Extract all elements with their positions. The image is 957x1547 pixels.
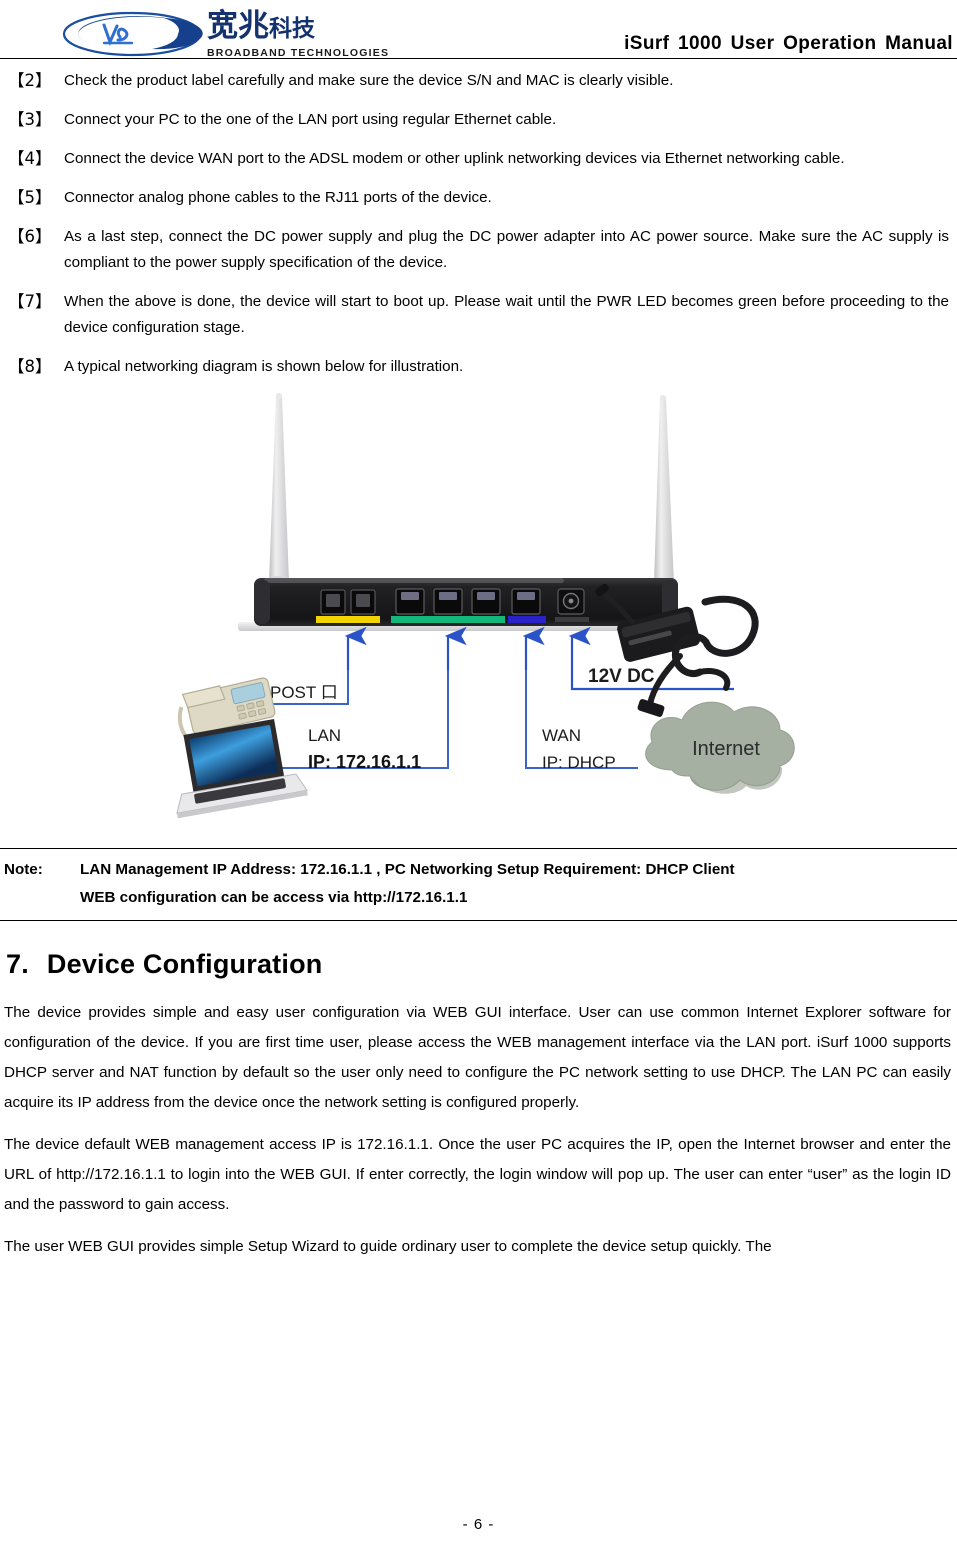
- step-number: 【5】: [8, 188, 52, 207]
- step-text: Connect your PC to the one of the LAN po…: [64, 111, 557, 128]
- page-footer: - 6 -: [462, 1516, 495, 1533]
- section-number: 7.: [6, 949, 29, 979]
- step-text: Connector analog phone cables to the RJ1…: [64, 189, 492, 206]
- telephone-image: [177, 677, 276, 747]
- dc-label: 12V DC: [588, 666, 655, 687]
- note-text-line-1: LAN Management IP Address: 172.16.1.1 , …: [80, 861, 735, 878]
- note-line-1: Note: LAN Management IP Address: 172.16.…: [4, 856, 953, 884]
- page-header: 宽兆科技 BROADBAND TECHNOLOGIES iSurf 1000 U…: [0, 0, 957, 59]
- setup-steps-list: 【2】 Check the product label carefully an…: [0, 68, 957, 380]
- step-item: 【8】 A typical networking diagram is show…: [0, 354, 957, 380]
- step-number: 【2】: [8, 71, 52, 90]
- laptop-image: [176, 718, 308, 819]
- step-item: 【4】 Connect the device WAN port to the A…: [0, 146, 957, 172]
- section-title: Device Configuration: [46, 949, 323, 979]
- post-leader: [248, 670, 349, 705]
- body-paragraph: The device default WEB management access…: [4, 1136, 951, 1213]
- body-paragraph: The device provides simple and easy user…: [4, 1004, 951, 1111]
- step-number: 【4】: [8, 149, 52, 168]
- step-number: 【3】: [8, 110, 52, 129]
- dc-callout: [570, 670, 734, 691]
- step-item: 【3】 Connect your PC to the one of the LA…: [0, 107, 957, 133]
- logo-text: 宽兆科技 BROADBAND TECHNOLOGIES: [207, 8, 390, 60]
- internet-cloud: Internet: [645, 701, 795, 794]
- step-text: As a last step, connect the DC power sup…: [64, 228, 949, 271]
- step-number: 【8】: [8, 357, 52, 376]
- callout-arrows: [344, 626, 591, 670]
- note-label: Note:: [4, 861, 43, 878]
- logo-oval-icon: [60, 10, 205, 58]
- step-item: 【7】 When the above is done, the device w…: [0, 289, 957, 341]
- lan-label: LAN: [308, 726, 341, 745]
- network-diagram-figure: 12V DC: [0, 386, 957, 846]
- step-item: 【2】 Check the product label carefully an…: [0, 68, 957, 94]
- step-number: 【7】: [8, 292, 52, 311]
- step-text: Connect the device WAN port to the ADSL …: [64, 150, 845, 167]
- step-number: 【6】: [8, 227, 52, 246]
- step-text: A typical networking diagram is shown be…: [64, 358, 464, 375]
- network-diagram: 12V DC: [160, 386, 800, 838]
- note-text-line-2: WEB configuration can be access via http…: [80, 889, 468, 906]
- router-device: [238, 578, 694, 631]
- section-heading: 7. Device Configuration: [6, 949, 957, 980]
- post-label: POST 口: [270, 683, 338, 702]
- logo-english-tagline: BROADBAND TECHNOLOGIES: [207, 47, 390, 59]
- manual-title: iSurf 1000 User Operation Manual: [624, 33, 953, 54]
- note-line-2: WEB configuration can be access via http…: [4, 884, 953, 912]
- antenna-left: [268, 393, 290, 594]
- step-item: 【6】 As a last step, connect the DC power…: [0, 224, 957, 276]
- wan-ip-label: IP: DHCP: [542, 753, 616, 772]
- lan-ip-label: IP: 172.16.1.1: [308, 752, 421, 772]
- note-box: Note: LAN Management IP Address: 172.16.…: [0, 848, 957, 921]
- step-item: 【5】 Connector analog phone cables to the…: [0, 185, 957, 211]
- power-adapter-image: [595, 583, 759, 717]
- step-text: Check the product label carefully and ma…: [64, 72, 674, 89]
- company-logo: 宽兆科技 BROADBAND TECHNOLOGIES: [60, 10, 389, 59]
- wan-label: WAN: [542, 726, 581, 745]
- wan-leader: [525, 670, 638, 769]
- lan-leader: [256, 670, 449, 769]
- step-text: When the above is done, the device will …: [64, 293, 949, 336]
- internet-label: Internet: [692, 738, 760, 760]
- body-paragraph: The user WEB GUI provides simple Setup W…: [4, 1238, 772, 1255]
- header-divider: [0, 58, 957, 59]
- logo-chinese-name: 宽兆科技: [207, 8, 315, 44]
- antenna-right: [653, 395, 675, 596]
